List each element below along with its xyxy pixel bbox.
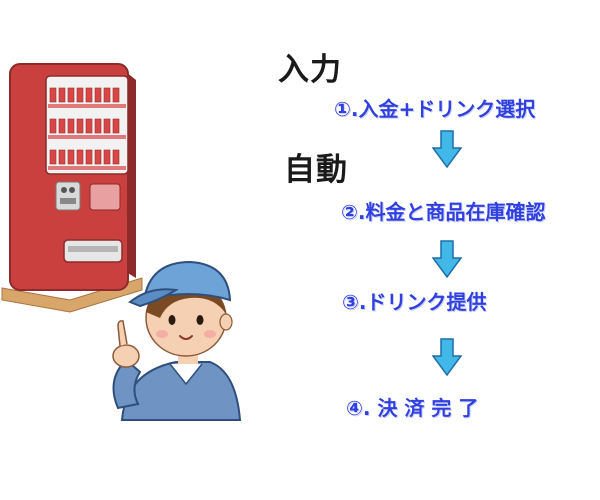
- worker-pointing-icon: [112, 260, 242, 421]
- step-2: ②.料金と商品在庫確認: [341, 200, 546, 224]
- down-arrow-icon: [432, 130, 462, 168]
- down-arrow-icon: [432, 240, 462, 278]
- illustration: [1, 63, 242, 421]
- label-automatic: 自動: [284, 152, 348, 188]
- down-arrow-icon: [432, 338, 462, 376]
- step-3: ③.ドリンク提供: [342, 290, 487, 314]
- vending-machine-icon: [1, 63, 143, 313]
- label-input: 入力: [278, 52, 342, 88]
- step-4: ④. 決 済 完 了: [346, 396, 479, 420]
- step-1: ①.入金+ドリンク選択: [334, 97, 536, 121]
